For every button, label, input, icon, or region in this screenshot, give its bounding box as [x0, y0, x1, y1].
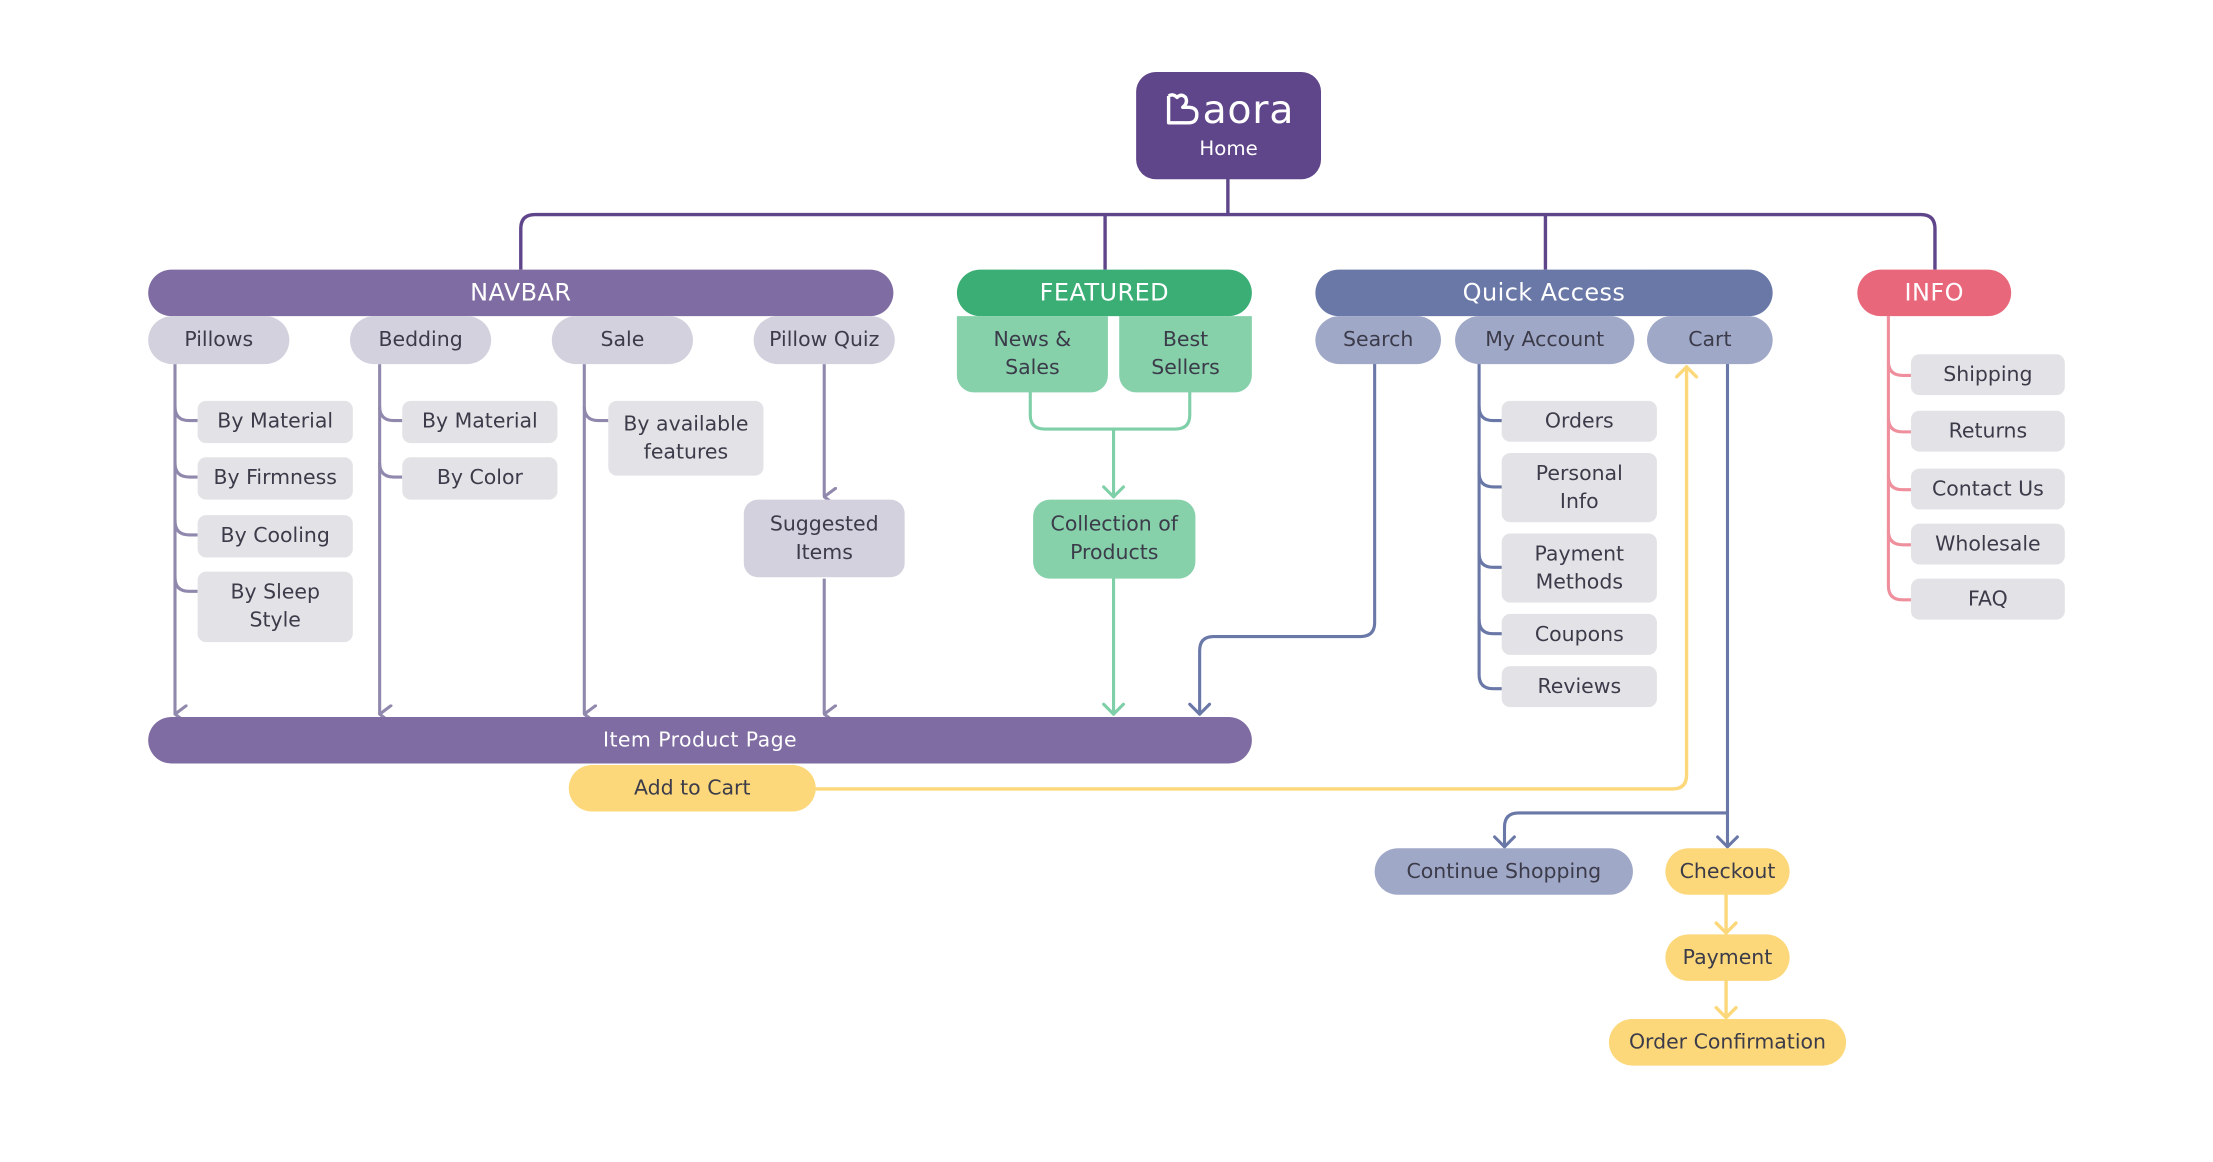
account-coupons[interactable]: Coupons: [1501, 613, 1657, 655]
account-orders[interactable]: Orders: [1501, 400, 1657, 442]
qa-my-account[interactable]: My Account: [1455, 316, 1635, 365]
account-personal-info[interactable]: Personal Info: [1501, 453, 1657, 523]
pillows-by-sleep-style[interactable]: By Sleep Style: [197, 571, 353, 643]
info-lines: [1886, 316, 1911, 602]
checkout[interactable]: Checkout: [1665, 848, 1790, 895]
payment[interactable]: Payment: [1665, 934, 1790, 981]
featured-lines: [1028, 390, 1192, 716]
nav-pillows[interactable]: Pillows: [148, 316, 290, 365]
bedding-by-color[interactable]: By Color: [402, 457, 558, 500]
item-product-page[interactable]: Item Product Page: [148, 716, 1252, 764]
info-wholesale[interactable]: Wholesale: [1910, 523, 2065, 565]
nav-sale[interactable]: Sale: [551, 316, 693, 365]
nav-bedding[interactable]: Bedding: [350, 316, 492, 365]
continue-shopping[interactable]: Continue Shopping: [1374, 848, 1633, 895]
qa-cart[interactable]: Cart: [1647, 316, 1773, 365]
qa-search[interactable]: Search: [1315, 316, 1441, 365]
cart-flow-lines: [811, 365, 1738, 1020]
featured-collection-of-products[interactable]: Collection of Products: [1033, 499, 1196, 579]
info-faq[interactable]: FAQ: [1910, 578, 2065, 620]
home-branches: [519, 177, 1937, 270]
navbar-header[interactable]: NAVBAR: [148, 269, 894, 317]
quick-access-header[interactable]: Quick Access: [1315, 269, 1773, 317]
brand-name: aora: [1202, 86, 1295, 133]
pillows-by-firmness[interactable]: By Firmness: [197, 457, 353, 500]
baora-logo: aora: [1163, 86, 1295, 133]
pillows-by-material[interactable]: By Material: [197, 400, 353, 444]
info-returns[interactable]: Returns: [1910, 410, 2065, 452]
featured-header[interactable]: FEATURED: [956, 269, 1252, 317]
info-shipping[interactable]: Shipping: [1910, 354, 2065, 396]
add-to-cart-button[interactable]: Add to Cart: [568, 764, 816, 812]
order-confirmation[interactable]: Order Confirmation: [1608, 1018, 1847, 1066]
home-node[interactable]: aora Home: [1136, 71, 1322, 180]
nav-pillow-quiz[interactable]: Pillow Quiz: [753, 316, 895, 365]
account-payment-methods[interactable]: Payment Methods: [1501, 533, 1657, 603]
sale-by-available-features[interactable]: By available features: [608, 400, 764, 476]
quick-access-lines: [1188, 362, 1739, 849]
info-header[interactable]: INFO: [1857, 269, 2012, 317]
bedding-by-material[interactable]: By Material: [402, 400, 558, 444]
navbar-lines: [173, 364, 824, 714]
info-contact-us[interactable]: Contact Us: [1910, 468, 2065, 510]
featured-best-sellers[interactable]: Best Sellers: [1119, 316, 1252, 393]
featured-news-sales[interactable]: News & Sales: [956, 316, 1108, 393]
home-label: Home: [1199, 138, 1258, 161]
pillows-by-cooling[interactable]: By Cooling: [197, 515, 353, 558]
account-reviews[interactable]: Reviews: [1501, 666, 1657, 708]
quiz-suggested-items[interactable]: Suggested Items: [743, 499, 905, 578]
heart-b-logo-icon: [1166, 93, 1199, 125]
